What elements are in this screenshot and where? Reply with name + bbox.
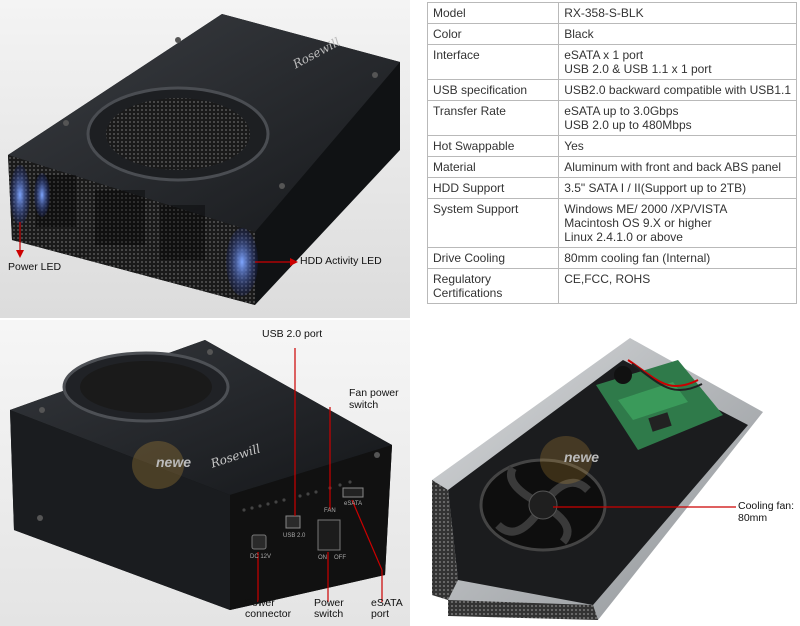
- spec-value-line: eSATA x 1 port: [564, 48, 644, 62]
- callout-hdd-activity-led: HDD Activity LED: [300, 255, 382, 267]
- callout-usb-port: USB 2.0 port: [262, 328, 323, 340]
- spec-key: USB specification: [426, 79, 560, 101]
- spec-value-line: eSATA up to 3.0Gbps: [564, 104, 679, 118]
- spec-value: RX-358-S-BLK: [558, 2, 797, 24]
- spec-key: Interface: [426, 44, 560, 80]
- spec-row: Model RX-358-S-BLK: [426, 2, 797, 24]
- callout-power-connector-line1: Power: [245, 597, 275, 609]
- spec-value-line: Macintosh OS 9.X or higher: [564, 216, 712, 230]
- spec-row: Hot Swappable Yes: [426, 135, 797, 157]
- spec-value: Yes: [558, 135, 797, 157]
- spec-key: Hot Swappable: [426, 135, 560, 157]
- spec-key: Material: [426, 156, 560, 178]
- spec-value-line: Yes: [564, 139, 584, 153]
- spec-value: 3.5" SATA I / II(Support up to 2TB): [558, 177, 797, 199]
- callout-esata-line1: eSATA: [371, 597, 403, 609]
- spec-key: Model: [426, 2, 560, 24]
- spec-value-line: USB 2.0 & USB 1.1 x 1 port: [564, 62, 712, 76]
- callout-fan-switch-line2: switch: [349, 399, 379, 411]
- open-enclosure-illustration: [418, 320, 800, 626]
- mark-watermark-open: newe: [564, 449, 600, 465]
- mark-port-usb: USB 2.0: [283, 533, 306, 539]
- spec-value-line: 80mm cooling fan (Internal): [564, 251, 711, 265]
- callout-power-switch-line1: Power: [314, 597, 344, 609]
- spec-key: Color: [426, 23, 560, 45]
- spec-value-line: 3.5" SATA I / II(Support up to 2TB): [564, 181, 747, 195]
- spec-value: CE,FCC, ROHS: [558, 268, 797, 304]
- spec-key: Regulatory Certifications: [426, 268, 560, 304]
- photo-rear-view: Rosewill newe DC 12V USB 2.0 FAN eSATA O…: [0, 320, 410, 626]
- spec-value: USB2.0 backward compatible with USB1.1: [558, 79, 797, 101]
- spec-key: System Support: [426, 198, 560, 248]
- spec-key: HDD Support: [426, 177, 560, 199]
- callout-cooling-fan-line2: 80mm: [738, 512, 768, 524]
- mark-watermark-rear: newe: [156, 454, 192, 470]
- spec-row: Regulatory Certifications CE,FCC, ROHS: [426, 268, 797, 304]
- spec-value-line: Linux 2.4.1.0 or above: [564, 230, 683, 244]
- photo-open-enclosure: newe Cooling fan: 80mm: [418, 320, 800, 626]
- rear-enclosure-illustration: [0, 320, 410, 626]
- spec-value-line: USB2.0 backward compatible with USB1.1: [564, 83, 791, 97]
- callout-fan-switch-line1: Fan power: [349, 387, 399, 399]
- callout-cooling-fan-line1: Cooling fan:: [738, 500, 795, 512]
- mark-switch-on: ON: [318, 555, 327, 561]
- spec-value-line: USB 2.0 up to 480Mbps: [564, 118, 692, 132]
- spec-row: USB specification USB2.0 backward compati…: [426, 79, 797, 101]
- callout-esata-line2: port: [371, 608, 390, 620]
- callout-power-connector-line2: connector: [245, 608, 292, 620]
- spec-row: HDD Support 3.5" SATA I / II(Support up t…: [426, 177, 797, 199]
- spec-value-line: Windows ME/ 2000 /XP/VISTA: [564, 202, 728, 216]
- spec-value: Aluminum with front and back ABS panel: [558, 156, 797, 178]
- spec-value-line: RX-358-S-BLK: [564, 6, 644, 20]
- mark-port-dc: DC 12V: [250, 554, 272, 560]
- spec-value-line: Black: [564, 27, 594, 41]
- mark-port-esata: eSATA: [344, 501, 363, 507]
- spec-row: Drive Cooling 80mm cooling fan (Internal): [426, 247, 797, 269]
- spec-value-line: CE,FCC, ROHS: [564, 272, 651, 286]
- photo-front-view: Rosewill Power LED HDD Activity LED: [0, 0, 410, 318]
- spec-value: 80mm cooling fan (Internal): [558, 247, 797, 269]
- mark-port-fan: FAN: [324, 508, 336, 514]
- spec-row: Color Black: [426, 23, 797, 45]
- callout-power-switch-line2: switch: [314, 608, 344, 620]
- spec-value: Black: [558, 23, 797, 45]
- mark-switch-off: OFF: [334, 555, 346, 561]
- spec-key: Transfer Rate: [426, 100, 560, 136]
- front-enclosure-illustration: [0, 0, 410, 318]
- callout-power-led: Power LED: [8, 261, 62, 273]
- spec-value-line: Aluminum with front and back ABS panel: [564, 160, 782, 174]
- spec-key: Drive Cooling: [426, 247, 560, 269]
- spec-row: Material Aluminum with front and back ABS…: [426, 156, 797, 178]
